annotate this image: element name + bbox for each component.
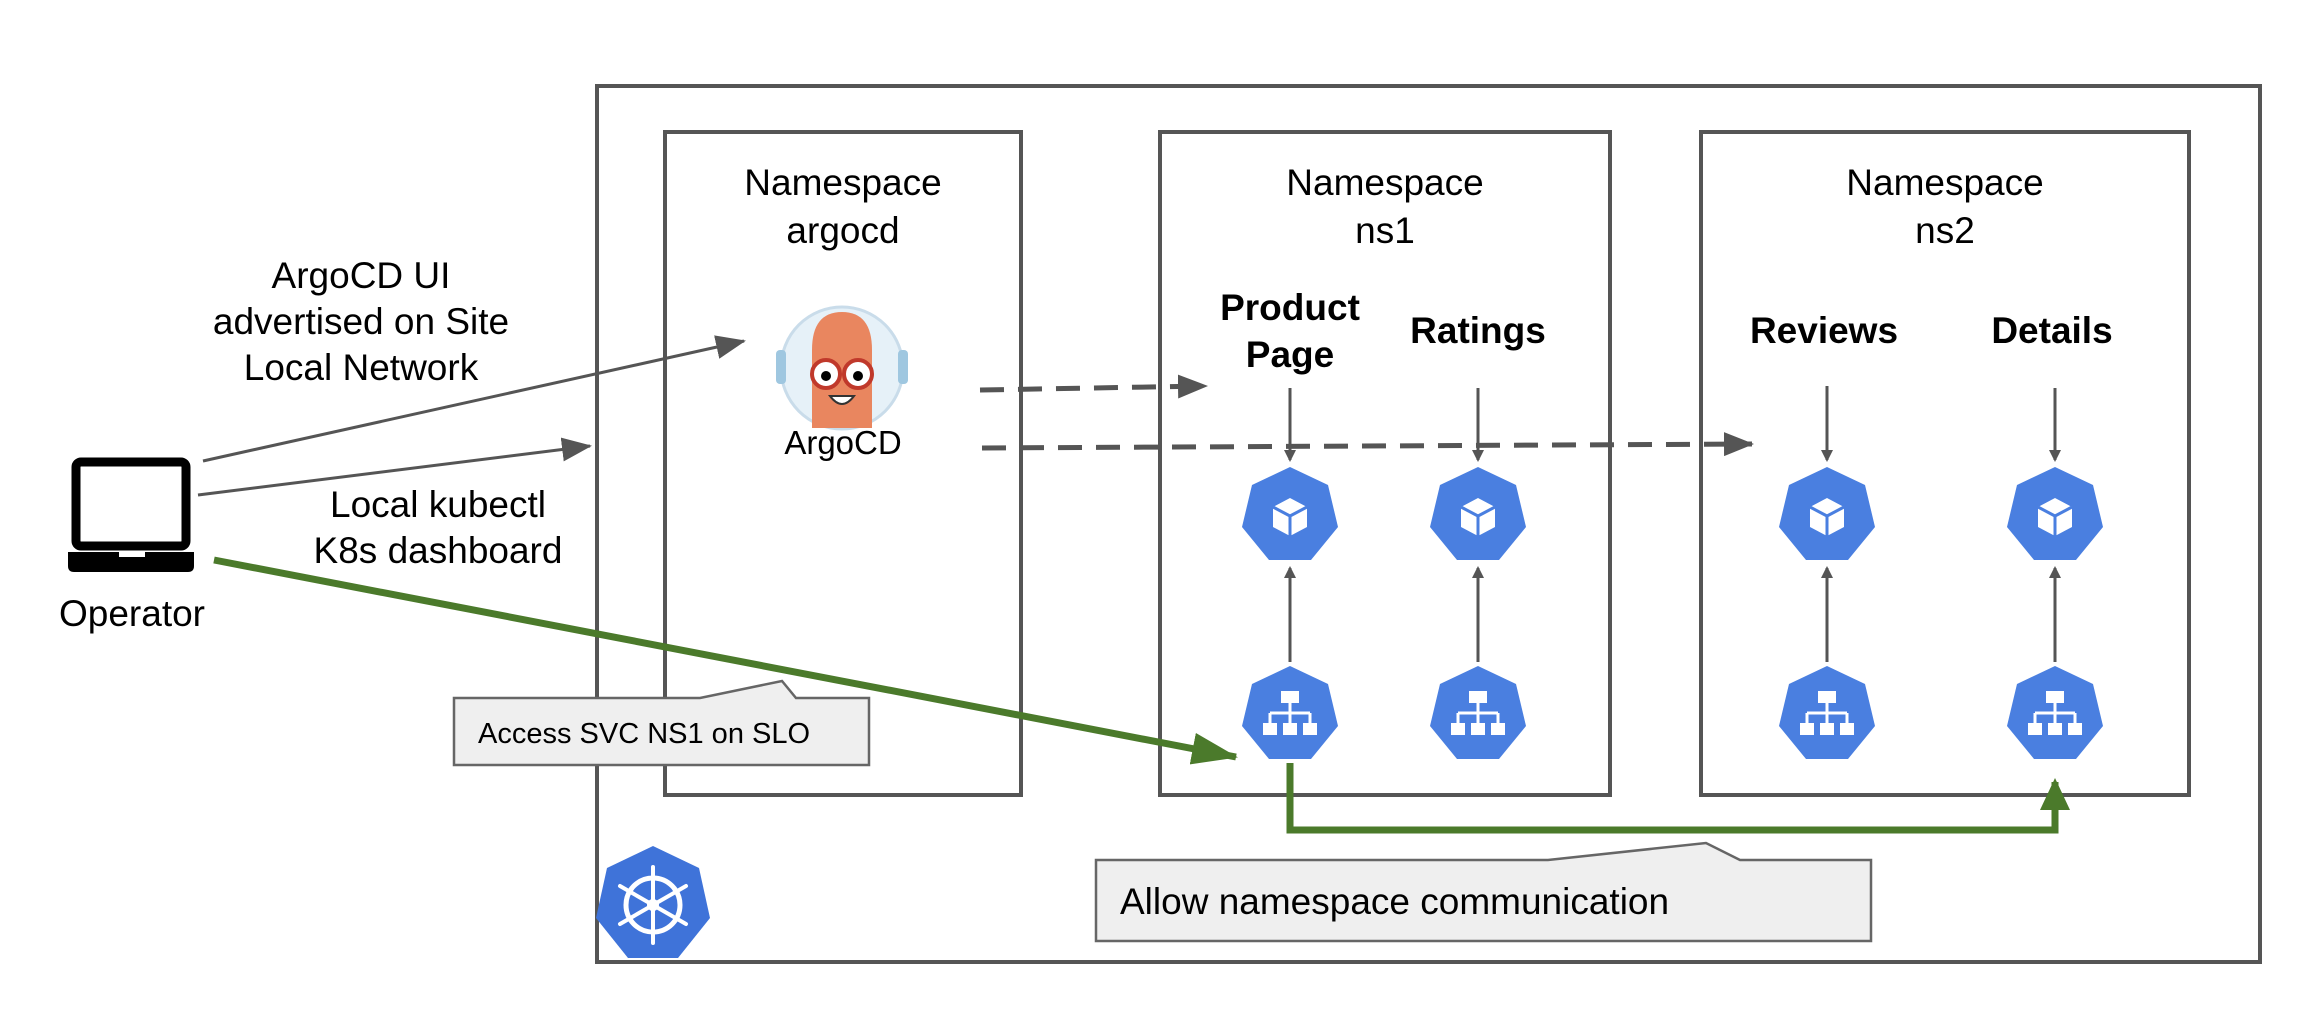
argocd-to-ns1-arrow — [979, 374, 1208, 399]
operator-label: Operator — [59, 593, 205, 634]
namespace-argocd-title: Namespace — [744, 162, 941, 203]
namespace-argocd-name: argocd — [786, 210, 899, 251]
namespace-ns1-box — [1158, 130, 1612, 797]
namespace-communication-arrowhead — [2040, 778, 2070, 810]
namespace-ns2-box — [1699, 130, 2191, 797]
namespace-ns2-title: Namespace — [1846, 162, 2043, 203]
service-title-reviews: Reviews — [1750, 310, 1898, 351]
argocd-ui-arrow — [202, 335, 746, 463]
network-tree-icon — [1242, 666, 1338, 759]
kubectl-label-line-1: Local kubectl — [330, 484, 546, 525]
cube-icon — [1242, 467, 1338, 560]
cube-icon — [1779, 467, 1875, 560]
argocd-ui-label-line-3: Local Network — [244, 347, 479, 388]
allow-ns-callout — [1094, 841, 1873, 943]
service-title-product-page-line-2: Page — [1246, 334, 1334, 375]
service-title-product-page-line-1: Product — [1220, 287, 1360, 328]
network-tree-icon — [1430, 666, 1526, 759]
network-tree-icon — [2007, 666, 2103, 759]
operator-to-svc-green-arrow — [213, 556, 1238, 765]
argocd-mascot-icon — [776, 305, 908, 431]
namespace-ns1-name: ns1 — [1355, 210, 1415, 251]
argocd-to-ns2-arrow — [981, 432, 1754, 457]
cube-icon — [1430, 467, 1526, 560]
kubectl-arrow — [197, 437, 592, 497]
allow-ns-callout-text: Allow namespace communication — [1120, 881, 1669, 922]
namespace-argocd-box — [663, 130, 1023, 797]
argocd-ui-label-line-1: ArgoCD UI — [272, 255, 451, 296]
service-title-ratings: Ratings — [1410, 310, 1546, 351]
kubernetes-helm-icon — [596, 846, 710, 958]
network-tree-icon — [1779, 666, 1875, 759]
service-title-details: Details — [1991, 310, 2112, 351]
cluster-box — [595, 84, 2262, 964]
argocd-ui-label-line-2: advertised on Site — [213, 301, 509, 342]
cube-icon — [2007, 467, 2103, 560]
laptop-icon — [68, 457, 194, 572]
namespace-ns2-name: ns2 — [1915, 210, 1975, 251]
access-svc-callout-text: Access SVC NS1 on SLO — [478, 718, 810, 750]
access-svc-callout — [452, 679, 871, 767]
kubectl-label-line-2: K8s dashboard — [314, 530, 563, 571]
namespace-ns1-title: Namespace — [1286, 162, 1483, 203]
argocd-label: ArgoCD — [784, 424, 901, 461]
